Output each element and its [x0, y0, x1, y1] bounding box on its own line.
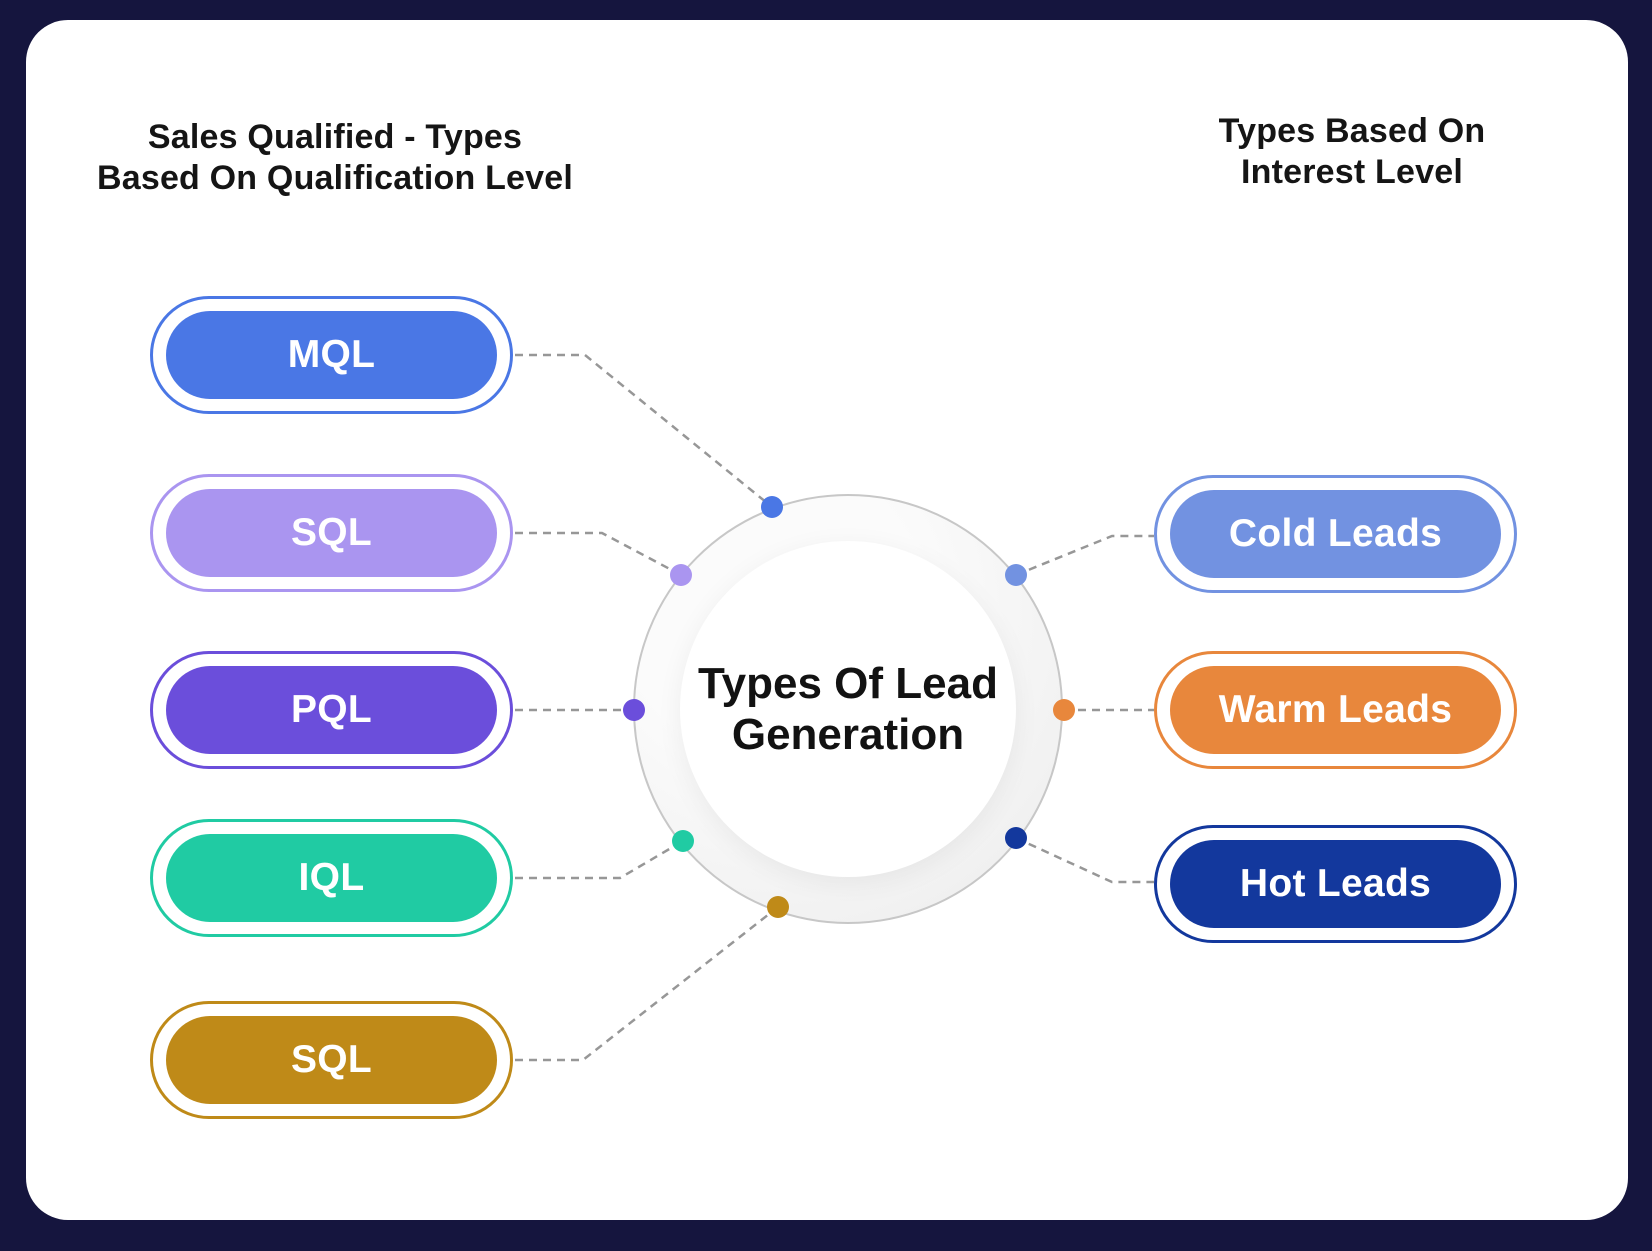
pill-iql-label: IQL	[166, 834, 497, 922]
pill-hot-leads: Hot Leads	[1154, 825, 1517, 943]
pill-mql: MQL	[150, 296, 513, 414]
pill-sql-bottom-label: SQL	[166, 1016, 497, 1104]
pill-sql-qualification: SQL	[150, 474, 513, 592]
connector-hot	[1015, 836, 1154, 884]
node-dot-iql	[672, 830, 694, 852]
node-dot-warm	[1053, 699, 1075, 721]
node-dot-sql1	[670, 564, 692, 586]
pill-pql: PQL	[150, 651, 513, 769]
center-title-line1: Types Of Lead	[698, 659, 998, 708]
node-dot-mql	[761, 496, 783, 518]
pill-cold-leads: Cold Leads	[1154, 475, 1517, 593]
node-dot-hot	[1005, 827, 1027, 849]
pill-hot-leads-label: Hot Leads	[1170, 840, 1501, 928]
right-group-title-line1: Types Based On	[1218, 112, 1486, 150]
left-group-title-line1: Sales Qualified - Types	[147, 118, 523, 156]
node-dot-sql2	[767, 896, 789, 918]
pill-sql-bottom: SQL	[150, 1001, 513, 1119]
connector-iql	[515, 839, 684, 880]
node-dot-pql	[623, 699, 645, 721]
left-group-title: Sales Qualified - Types Based On Qualifi…	[35, 117, 635, 199]
right-group-title: Types Based On Interest Level	[1102, 111, 1602, 193]
center-title-line2: Generation	[731, 710, 965, 759]
pill-pql-label: PQL	[166, 666, 497, 754]
connector-sql2	[515, 906, 779, 1062]
pill-warm-leads: Warm Leads	[1154, 651, 1517, 769]
pill-mql-label: MQL	[166, 311, 497, 399]
pill-cold-leads-label: Cold Leads	[1170, 490, 1501, 578]
pill-warm-leads-label: Warm Leads	[1170, 666, 1501, 754]
center-circle: Types Of Lead Generation	[680, 541, 1016, 877]
connector-mql	[515, 353, 773, 508]
node-dot-cold	[1005, 564, 1027, 586]
connector-sql1	[515, 531, 682, 577]
right-group-title-line2: Interest Level	[1240, 153, 1463, 191]
pill-sql-qualification-label: SQL	[166, 489, 497, 577]
left-group-title-line2: Based On Qualification Level	[96, 159, 574, 197]
pill-iql: IQL	[150, 819, 513, 937]
connector-cold	[1015, 534, 1154, 577]
